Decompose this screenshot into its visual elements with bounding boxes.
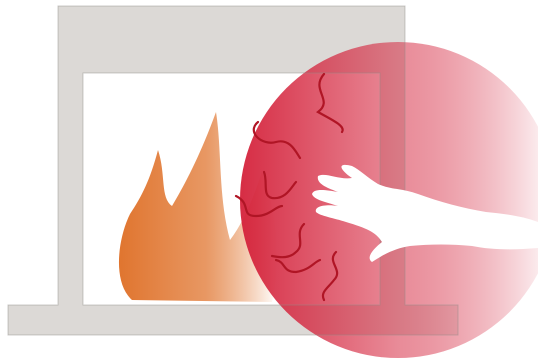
heat-radiation-illustration <box>0 0 538 362</box>
illustration-canvas <box>0 0 538 362</box>
